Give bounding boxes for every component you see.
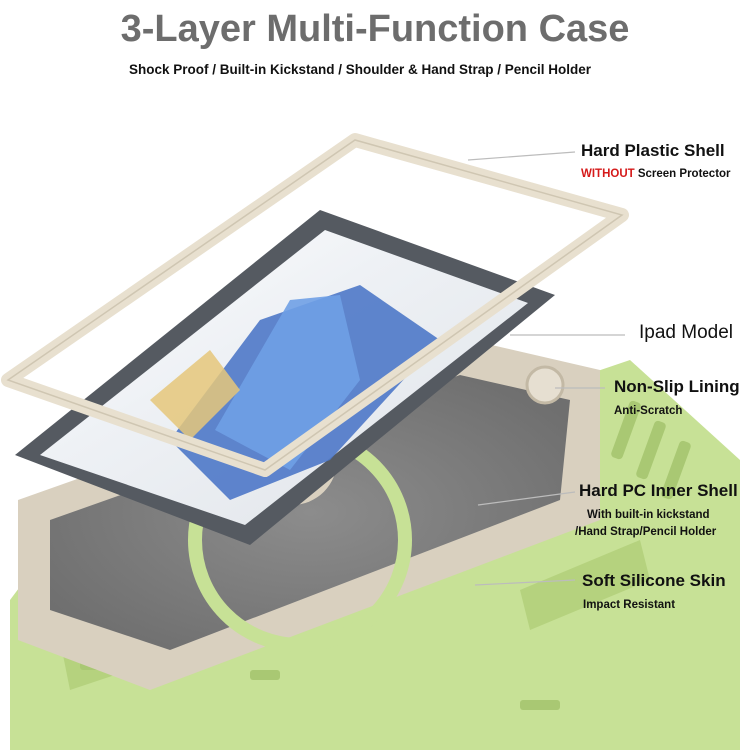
callout-hard-plastic-shell-note: WITHOUT Screen Protector	[581, 168, 731, 180]
without-highlight: WITHOUT	[581, 168, 635, 180]
callout-hard-plastic-shell-title: Hard Plastic Shell	[581, 141, 725, 160]
page-title: 3-Layer Multi-Function Case	[120, 8, 630, 50]
callout-inner-shell-title: Hard PC Inner Shell	[579, 481, 738, 500]
callout-silicone-skin-note: Impact Resistant	[583, 599, 676, 611]
screen-protector-note: Screen Protector	[634, 168, 731, 180]
feature-subtitle: Shock Proof / Built-in Kickstand / Shoul…	[128, 62, 592, 77]
callout-inner-shell-note-line2: /Hand Strap/Pencil Holder	[575, 526, 717, 538]
hard-shell-layer	[1, 133, 629, 477]
callout-ipad-model-title: Ipad Model	[639, 322, 734, 343]
tablet-layer	[15, 210, 555, 545]
callout-non-slip-lining-title: Non-Slip Lining	[614, 377, 740, 396]
callout-inner-shell-note-line1: With built-in kickstand	[587, 509, 710, 521]
callout-silicone-skin-title: Soft Silicone Skin	[582, 571, 726, 590]
callout-non-slip-lining-note: Anti-Scratch	[614, 405, 683, 417]
